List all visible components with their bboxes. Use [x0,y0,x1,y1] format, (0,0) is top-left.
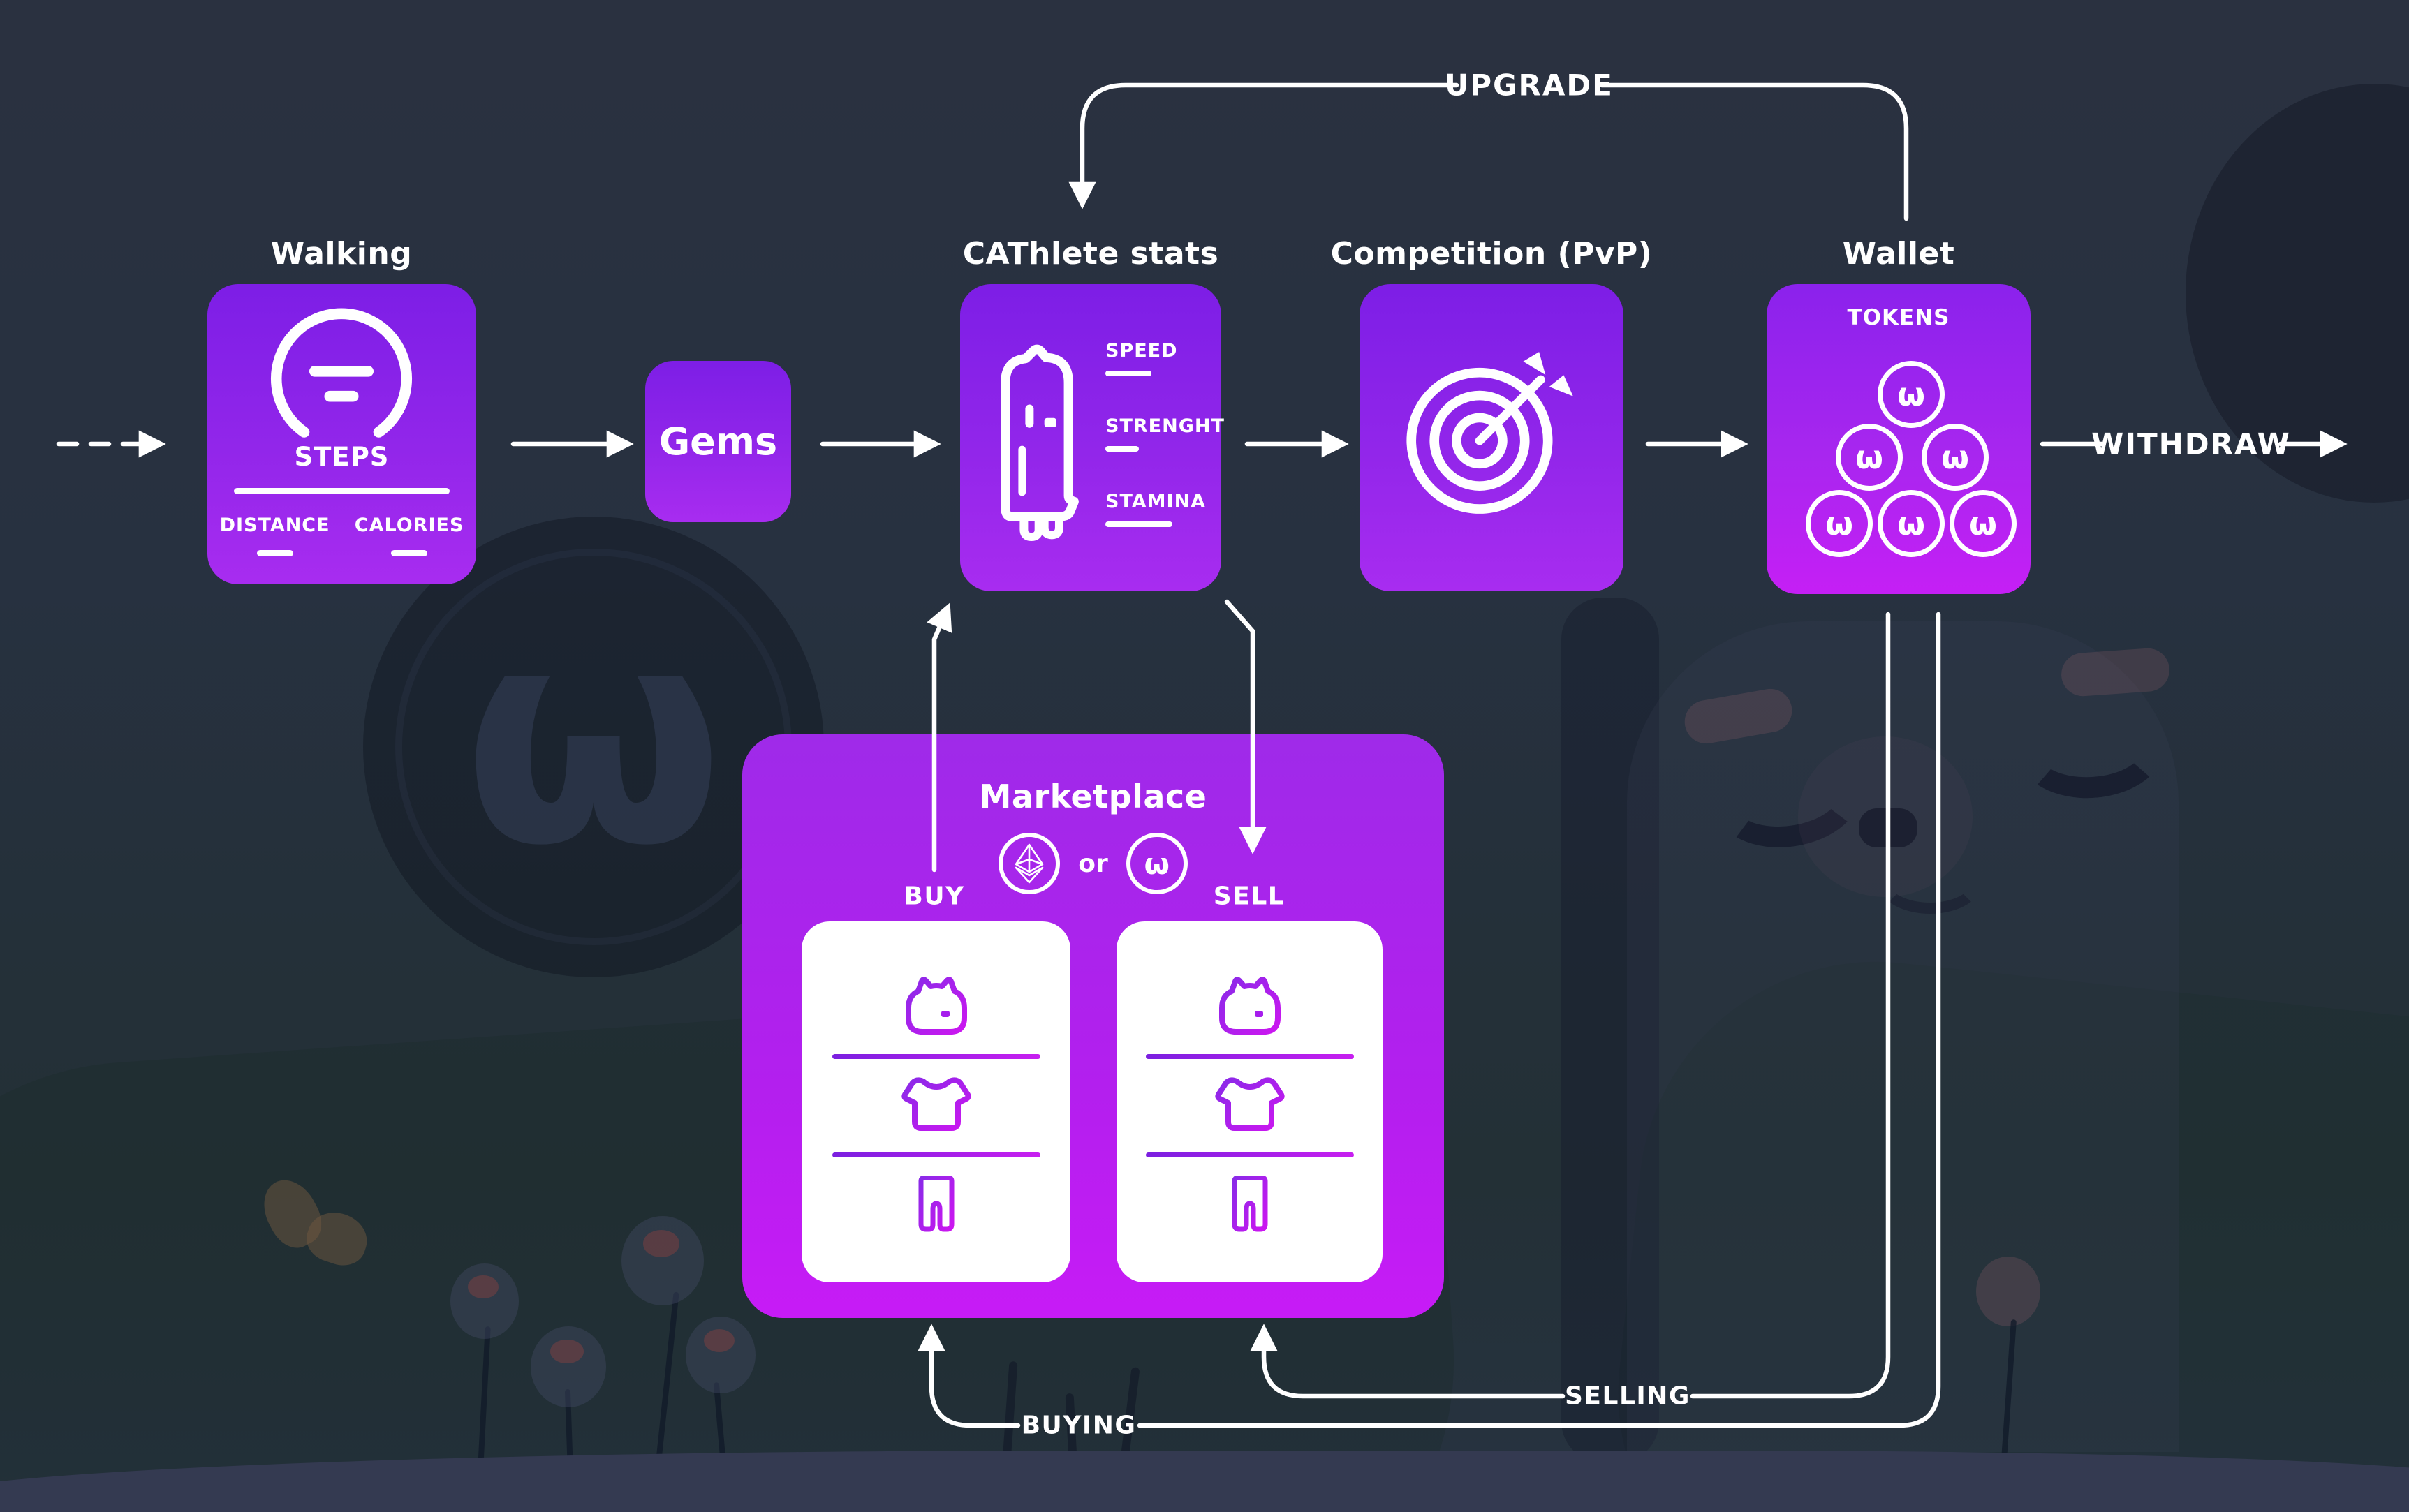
wcoin-icon: ω [1126,833,1188,894]
selling-label: SELLING [1565,1381,1690,1411]
arrow-buy-to-cathlete [927,602,952,873]
strenght-label: STRENGHT [1105,415,1225,437]
line-buying-from-wallet [1137,612,1941,1428]
walking-title: Walking [270,236,413,272]
marketplace-title: Marketplace [979,778,1207,815]
wallet-title: Wallet [1842,236,1955,272]
or-label: or [1078,849,1108,878]
sell-listing-card [1117,921,1383,1282]
gems-card: Gems [645,361,791,522]
arrow-buying-to-buy-card [918,1324,1021,1428]
competition-card [1360,284,1623,591]
buy-listing-card [802,921,1070,1282]
calories-bar [391,550,428,556]
eth-diamond-icon [1015,843,1044,884]
speed-bar [1105,371,1151,376]
cat-face-icon [1218,977,1281,1035]
token-coin-icon: ω [1922,424,1989,491]
cat-face-icon [905,977,967,1035]
eth-coin-icon [999,833,1061,894]
listing-divider [832,1054,1040,1059]
strenght-bar [1105,446,1139,452]
cat-ghost-icon [1001,344,1079,542]
line-selling-from-wallet [1690,612,1891,1399]
pants-icon [918,1176,954,1232]
upgrade-label: UPGRADE [1445,68,1614,103]
arrow-upgrade-to-cathlete [1068,82,1459,209]
cathlete-stats-card: SPEED STRENGHT STAMINA [960,284,1224,591]
walking-card: STEPS DISTANCE CALORIES [207,284,476,584]
walking-divider [234,488,450,494]
stamina-bar [1105,521,1172,527]
token-coin-icon: ω [1878,361,1945,428]
distance-label: DISTANCE [219,514,330,536]
token-coin-icon: ω [1806,490,1873,557]
listing-divider [1145,1152,1354,1157]
wallet-card: TOKENS ω ω ω ω ω ω [1767,284,2031,594]
steps-label: STEPS [294,442,390,472]
calories-label: CALORIES [354,514,464,536]
stamina-label: STAMINA [1105,491,1207,512]
listing-divider [832,1152,1040,1157]
tokens-label: TOKENS [1847,305,1950,330]
line-wallet-to-upgrade [1599,82,1909,221]
token-coin-icon: ω [1836,424,1903,491]
speed-label: SPEED [1105,340,1178,362]
arrow-selling-to-sell-card [1250,1324,1566,1399]
token-coin-icon: ω [1950,490,2017,557]
withdraw-label: WITHDRAW [2091,427,2291,461]
cathlete-stats-title: CAThlete stats [962,236,1219,272]
arrow-cathlete-to-sell [1224,599,1267,854]
token-coin-icon: ω [1878,490,1945,557]
distance-bar [256,550,293,556]
competition-title: Competition (PvP) [1330,236,1653,272]
pants-icon [1232,1176,1267,1232]
pedometer-icon [270,308,413,438]
tshirt-icon [1214,1077,1285,1131]
listing-divider [1145,1054,1354,1059]
marketplace-panel: Marketplace or ω BUY SELL [742,734,1444,1318]
tshirt-icon [901,1077,971,1131]
sell-label: SELL [1213,882,1285,911]
target-icon [1406,352,1573,514]
buy-label: BUY [904,882,965,911]
gems-label: Gems [658,420,778,464]
